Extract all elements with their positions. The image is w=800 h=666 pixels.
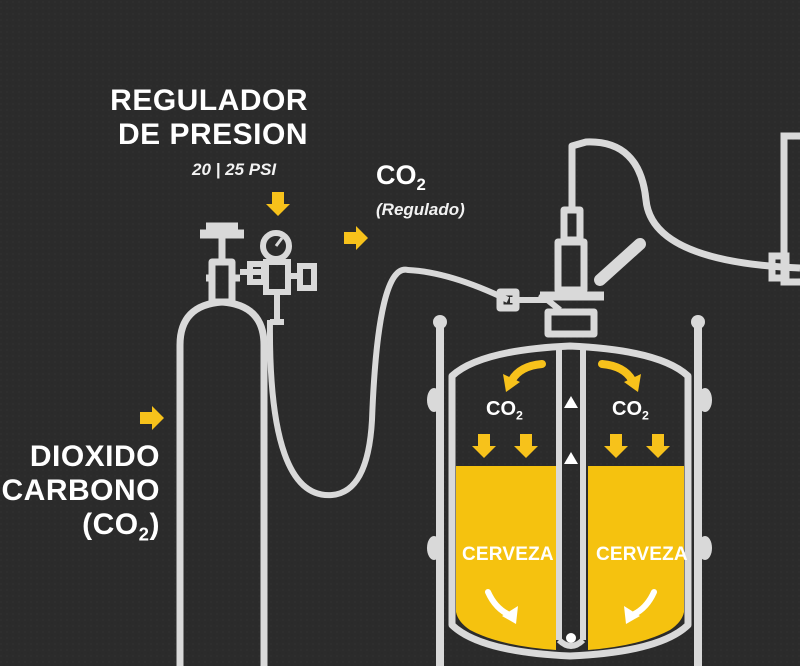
curved-arrow-icon [508,360,636,384]
dioxide-line3-sub: 2 [138,523,150,545]
arrow-right-icon [344,226,368,250]
dioxide-line3: (CO2) [0,508,160,552]
keg [427,315,712,666]
up-arrow-icon [564,396,578,464]
pressure-regulator [240,230,317,325]
beer-left-label: CERVEZA [462,544,554,565]
tap-valve [496,138,800,338]
beer-fill [456,466,684,650]
curved-arrow-icon [502,606,640,624]
dip-tube [556,344,586,649]
arrow-down-icon [472,434,670,458]
co2-right-sub: 2 [642,408,649,423]
co2-cylinder [176,222,268,666]
co2-regulated-label: CO2 [376,160,426,195]
tube-inlet [566,633,576,643]
regulated-label: (Regulado) [376,200,465,219]
faucet-tower [768,132,800,286]
gas-hose [266,266,510,499]
dioxide-label: DIOXIDO E CARBONO (CO2) [0,440,160,552]
co2-subscript: 2 [416,174,426,194]
dioxide-line1: DIOXIDO [29,440,160,473]
co2-left-text: CO [486,398,516,420]
arrow-down-icon [266,192,290,216]
co2-left-label: CO2 [486,398,523,422]
curved-arrow-icon [503,374,641,392]
co2-right-text: CO [612,398,642,420]
co2-right-label: CO2 [612,398,649,422]
pressure-label: 20 | 25 PSI [192,160,277,179]
regulator-title: REGULADOR DE PRESION [110,84,308,152]
beer-right-label: CERVEZA [596,544,688,565]
dioxide-line3-post: ) [149,508,160,541]
regulator-title-line2: DE PRESION [117,118,308,151]
arrow-right-icon [140,406,164,430]
co2-left-sub: 2 [516,408,523,423]
dioxide-line3-pre: (CO [82,508,139,541]
regulator-title-line1: REGULADOR [110,84,308,117]
co2-text: CO [376,160,417,190]
dioxide-line2: E CARBONO [0,474,160,507]
